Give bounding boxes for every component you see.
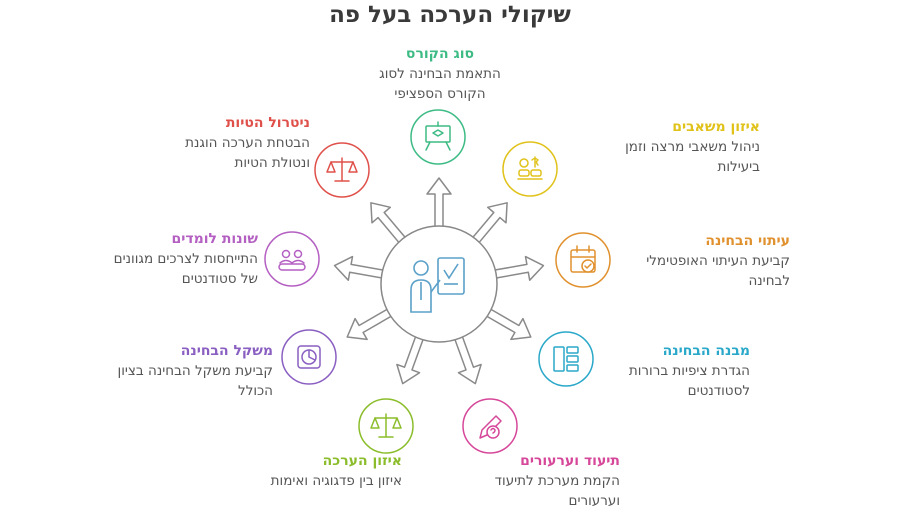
arrow-6 xyxy=(396,334,425,385)
topic-label-learner-diversity: שונות לומדים התייחסות לצרכים מגוונים של … xyxy=(113,231,258,287)
arrow-7 xyxy=(346,307,394,341)
topic-label-exam-structure: מבנה הבחינה הגדרת ציפיות ברורות לסטודנטי… xyxy=(628,343,750,399)
arrow-5 xyxy=(453,334,482,385)
justice-scale-icon xyxy=(314,142,370,198)
center-hub xyxy=(380,225,498,343)
scale-icon xyxy=(358,398,414,454)
learners-icon xyxy=(264,231,320,287)
calendar-icon xyxy=(555,232,611,288)
resource-balance-icon xyxy=(502,141,558,197)
topic-label-assessment-balance: איזון הערכה איזון בין פדגוגיה ואימות xyxy=(270,453,402,489)
arrow-8 xyxy=(333,255,386,281)
teacher-icon xyxy=(410,257,465,313)
page-title: שיקולי הערכה בעל פה xyxy=(329,2,571,28)
arrow-2 xyxy=(471,202,508,245)
arrows-layer xyxy=(333,177,545,385)
presentation-icon xyxy=(410,109,466,165)
topic-label-exam-weight: משקל הבחינה קביעת משקל הבחינה בציון הכול… xyxy=(117,343,273,399)
topic-label-resource-balance: איזון משאבים ניהול משאבי מרצה וזמן ביעיל… xyxy=(625,119,760,175)
topic-label-documentation-appeals: תיעוד וערעורים הקמת מערכת לתיעוד וערעורי… xyxy=(494,453,620,509)
topic-label-exam-timing: עיתוי הבחינה קביעת העיתוי האופטימלי לבחי… xyxy=(646,233,790,289)
topic-label-course-type: סוג הקורס התאמת הבחינה לסוג הקורס הספציפ… xyxy=(379,46,501,102)
arrow-9 xyxy=(370,202,407,245)
pie-chart-icon xyxy=(281,329,337,385)
pencil-question-icon xyxy=(462,398,518,454)
arrow-3 xyxy=(492,255,545,281)
topic-label-bias-neutralization: ניטרול הטיות הבטחת הערכה הוגנת ונטולת הט… xyxy=(185,115,310,171)
structure-icon xyxy=(538,331,594,387)
icons-layer xyxy=(264,109,611,454)
arrow-1 xyxy=(426,177,452,229)
arrow-4 xyxy=(484,307,532,341)
